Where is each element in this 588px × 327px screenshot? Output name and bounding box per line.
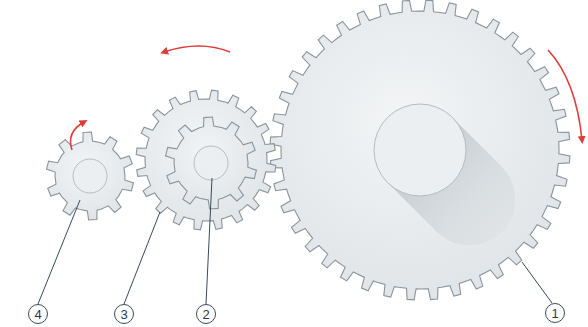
leader-line [206,178,212,304]
gear-body [270,0,570,300]
callout-number: 3 [120,308,127,321]
rotation-arrow [548,50,582,140]
callout-circle: 2 [196,304,216,324]
gear-body [136,90,276,230]
gear-body [47,132,134,220]
gear-hub [73,159,107,193]
callout-number: 2 [202,308,209,321]
callout-circle: 1 [545,303,565,323]
callout-number: 4 [34,308,41,321]
gear-1 [270,0,570,300]
rotation-arrow [71,122,85,150]
gear-4 [47,132,134,220]
callout-circle: 4 [28,304,48,324]
callout-number: 1 [551,307,558,320]
gear-3 [136,90,276,230]
gear-hub [194,146,228,180]
rotation-arrow [164,46,230,52]
leader-line [124,212,160,304]
leader-line [522,262,552,303]
gear-hub [374,104,466,196]
callout-circle: 3 [114,304,134,324]
leader-line [38,200,80,304]
